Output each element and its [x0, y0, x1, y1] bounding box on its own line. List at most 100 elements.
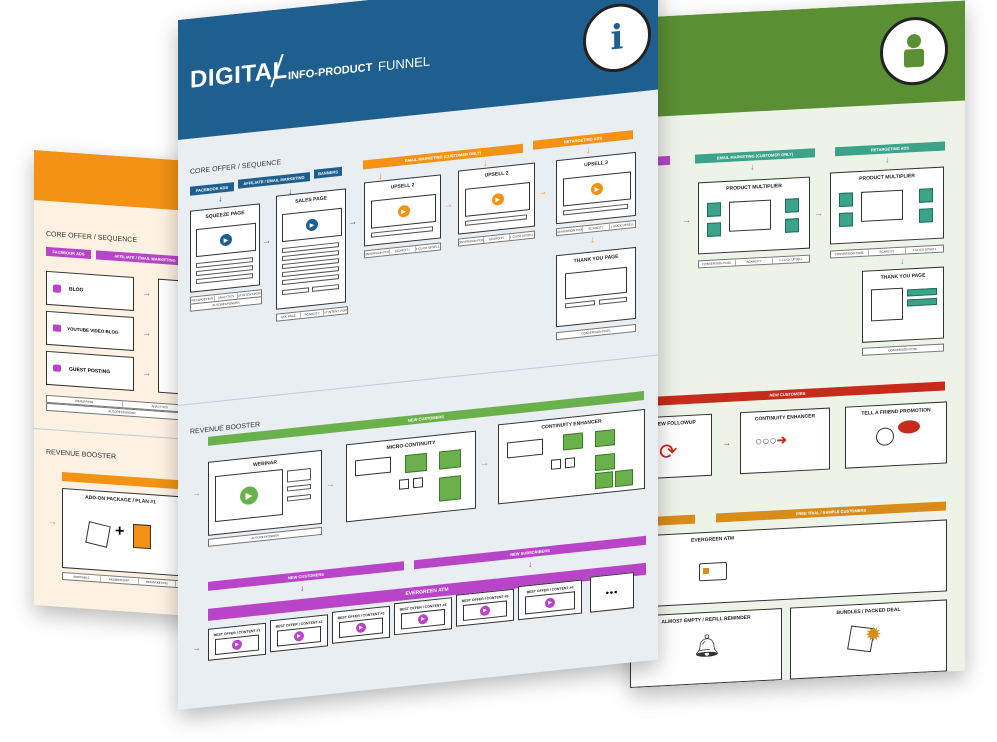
- arrow-down: ↓: [900, 255, 905, 266]
- thank-you-card: THANK YOU PAGE: [556, 246, 636, 328]
- best-offer-card-5: BEST OFFER / CONTENT #5 ▶: [456, 588, 514, 627]
- tag: CONVERSION PIXEL: [459, 236, 485, 246]
- upsell-3-title: UPSELL 3: [584, 159, 608, 169]
- arrow-right: →: [348, 216, 357, 228]
- core-offer-title: CORE OFFER / SEQUENCE: [190, 159, 282, 176]
- upsell-1-card: UPSELL 2 ▶: [364, 174, 441, 247]
- arrow-right: →: [48, 515, 57, 527]
- arrow-right: →: [142, 327, 151, 339]
- play-icon: ▶: [491, 192, 504, 207]
- addon-package-card: ADD-ON PACKAGE / PLAN #1 +: [62, 487, 179, 577]
- orange-funnel-sheet: CORE OFFER / SEQUENCE FACEBOOK ADS AFFIL…: [34, 150, 194, 617]
- product-multiplier-card-1: PRODUCT MULTIPLIER: [698, 176, 810, 255]
- tag: CONVERSION PIXEL: [888, 346, 918, 353]
- youtube-label: YOUTUBE VIDEO BLOG: [67, 326, 119, 335]
- orange-header-band: [34, 150, 194, 212]
- arrow-right: →: [142, 287, 151, 299]
- email-customer-pill: EMAIL MARKETING (CUSTOMER ONLY): [695, 148, 815, 164]
- affiliate-pill: AFFILIATE / EMAIL MARKETING: [238, 172, 310, 189]
- retargeting-pill: RETARGETING ADS: [835, 141, 945, 157]
- guest-posting-card: GUEST POSTING: [46, 350, 134, 391]
- upsell-3-card: UPSELL 3 ▶: [556, 151, 636, 225]
- rss-icon: [53, 284, 61, 293]
- arrow-right: →: [480, 457, 489, 469]
- webinar-card: WEBINAR ▶: [208, 449, 322, 536]
- continuity-enhancer-title: CONTINUITY ENHANCER: [754, 413, 816, 423]
- arrow-right: →: [192, 642, 201, 654]
- guest-posting-label: GUEST POSTING: [69, 366, 111, 376]
- youtube-card: YOUTUBE VIDEO BLOG: [46, 310, 134, 351]
- document-icon: [133, 523, 151, 550]
- arrow-right: →: [538, 186, 547, 198]
- evergreen-title: EVERGREEN ATM: [691, 535, 735, 544]
- tag: CONVERSION PIXEL: [581, 328, 611, 336]
- play-icon: ▶: [294, 630, 304, 642]
- play-icon: ▶: [356, 622, 366, 634]
- speech-bubble-icon: [898, 419, 920, 434]
- arrow-right: →: [326, 478, 335, 490]
- play-icon: ▶: [480, 605, 490, 617]
- play-icon: ▶: [305, 218, 318, 232]
- tag: SCARCITY: [390, 246, 416, 255]
- play-icon: ▶: [240, 485, 258, 506]
- tag: CONVERSION PIXEL: [557, 226, 584, 236]
- tag-shippable: SHIPPABLE: [63, 573, 101, 582]
- tag: 1 CLICK UPSELL: [779, 256, 803, 263]
- facebook-ads-pill: FACEBOOK ADS: [46, 246, 91, 259]
- micro-continuity-card: MICRO-CONTINUITY: [346, 430, 476, 523]
- facebook-ads-pill: FACEBOOK ADS: [190, 182, 234, 196]
- product-multiplier-card-2: PRODUCT MULTIPLIER: [830, 166, 944, 245]
- thank-you-tag: CONVERSION PIXEL: [556, 323, 636, 341]
- evergreen-atm-card: EVERGREEN ATM: [630, 519, 947, 608]
- arrow-right: →: [682, 214, 691, 226]
- bundles-title: BUNDLES / PACKED DEAL: [836, 606, 901, 617]
- play-icon: ▶: [219, 233, 232, 247]
- play-icon: ▶: [590, 182, 603, 196]
- person-outline-icon: [876, 427, 894, 447]
- squeeze-page-card: SQUEEZE PAGE ▶: [190, 203, 260, 293]
- sales-page-card: SALES PAGE ▶: [276, 188, 346, 310]
- retargeting-pill: RETARGETING ADS: [533, 130, 633, 150]
- more-icon: •••: [605, 586, 619, 599]
- tag: SCARCITY: [868, 247, 907, 256]
- tell-a-friend-card: TELL A FRIEND PROMOTION: [845, 401, 947, 469]
- arrow-down: ↓: [483, 157, 488, 168]
- play-icon: ▶: [545, 597, 555, 609]
- green-funnel-sheet: EMAIL MARKETING (CUSTOMER ONLY) RETARGET…: [630, 0, 965, 688]
- dots-arrow-icon: ○○○➔: [755, 432, 787, 449]
- tag: CONVERSION PIXEL: [699, 259, 736, 268]
- tag: ASK PAGE: [277, 312, 301, 321]
- arrow-down: ↓: [590, 234, 595, 245]
- tag: 1 CLICK UPSELL: [912, 246, 937, 253]
- tag: SCARCITY: [300, 309, 325, 319]
- tag: CONVERSION PIXEL: [365, 248, 391, 258]
- banners-pill: BANNERS: [314, 166, 342, 179]
- thank-you-tag: CONVERSION PIXEL: [862, 343, 944, 356]
- blog-label: BLOG: [69, 286, 84, 294]
- video-icon: [53, 324, 61, 332]
- best-offer-card-4: BEST OFFER / CONTENT #4 ▶: [394, 597, 452, 636]
- arrow-down: ↓: [218, 193, 223, 204]
- continuity-enhancer-title: CONTINUITY ENHANCER: [541, 418, 602, 431]
- best-offer-card-1: BEST OFFER / CONTENT #1 ▶: [208, 622, 266, 661]
- arrow-down: ↓: [586, 144, 591, 156]
- core-offer-title: CORE OFFER / SEQUENCE: [46, 230, 138, 245]
- tag: 1 CLICK UPSELL: [415, 244, 440, 251]
- tag: EXIT INTENT POPUP: [324, 307, 348, 315]
- tag-membership: MEMBERSHIP: [100, 575, 139, 585]
- plus-icon: +: [115, 522, 125, 541]
- tag-remarketing: REMARKETING: [138, 578, 177, 587]
- upsell-2-card: UPSELL 2 ▶: [458, 162, 535, 235]
- pm2-tags: CONVERSION PIXEL SCARCITY 1 CLICK UPSELL: [830, 244, 944, 259]
- refresh-icon: ⟳: [659, 438, 678, 465]
- arrow-down: ↓: [378, 170, 383, 181]
- best-offer-card-3: BEST OFFER / CONTENT #3 ▶: [332, 605, 390, 644]
- arrow-right: →: [142, 367, 151, 379]
- play-icon: ▶: [397, 204, 410, 218]
- arrow-right: →: [444, 199, 453, 211]
- upsell-1-title: UPSELL 2: [390, 182, 415, 191]
- thank-you-title: THANK YOU PAGE: [573, 253, 619, 265]
- tell-a-friend-title: TELL A FRIEND PROMOTION: [861, 407, 931, 417]
- bell-icon: 🔔︎: [693, 632, 721, 659]
- arrow-down: ↓: [750, 161, 755, 172]
